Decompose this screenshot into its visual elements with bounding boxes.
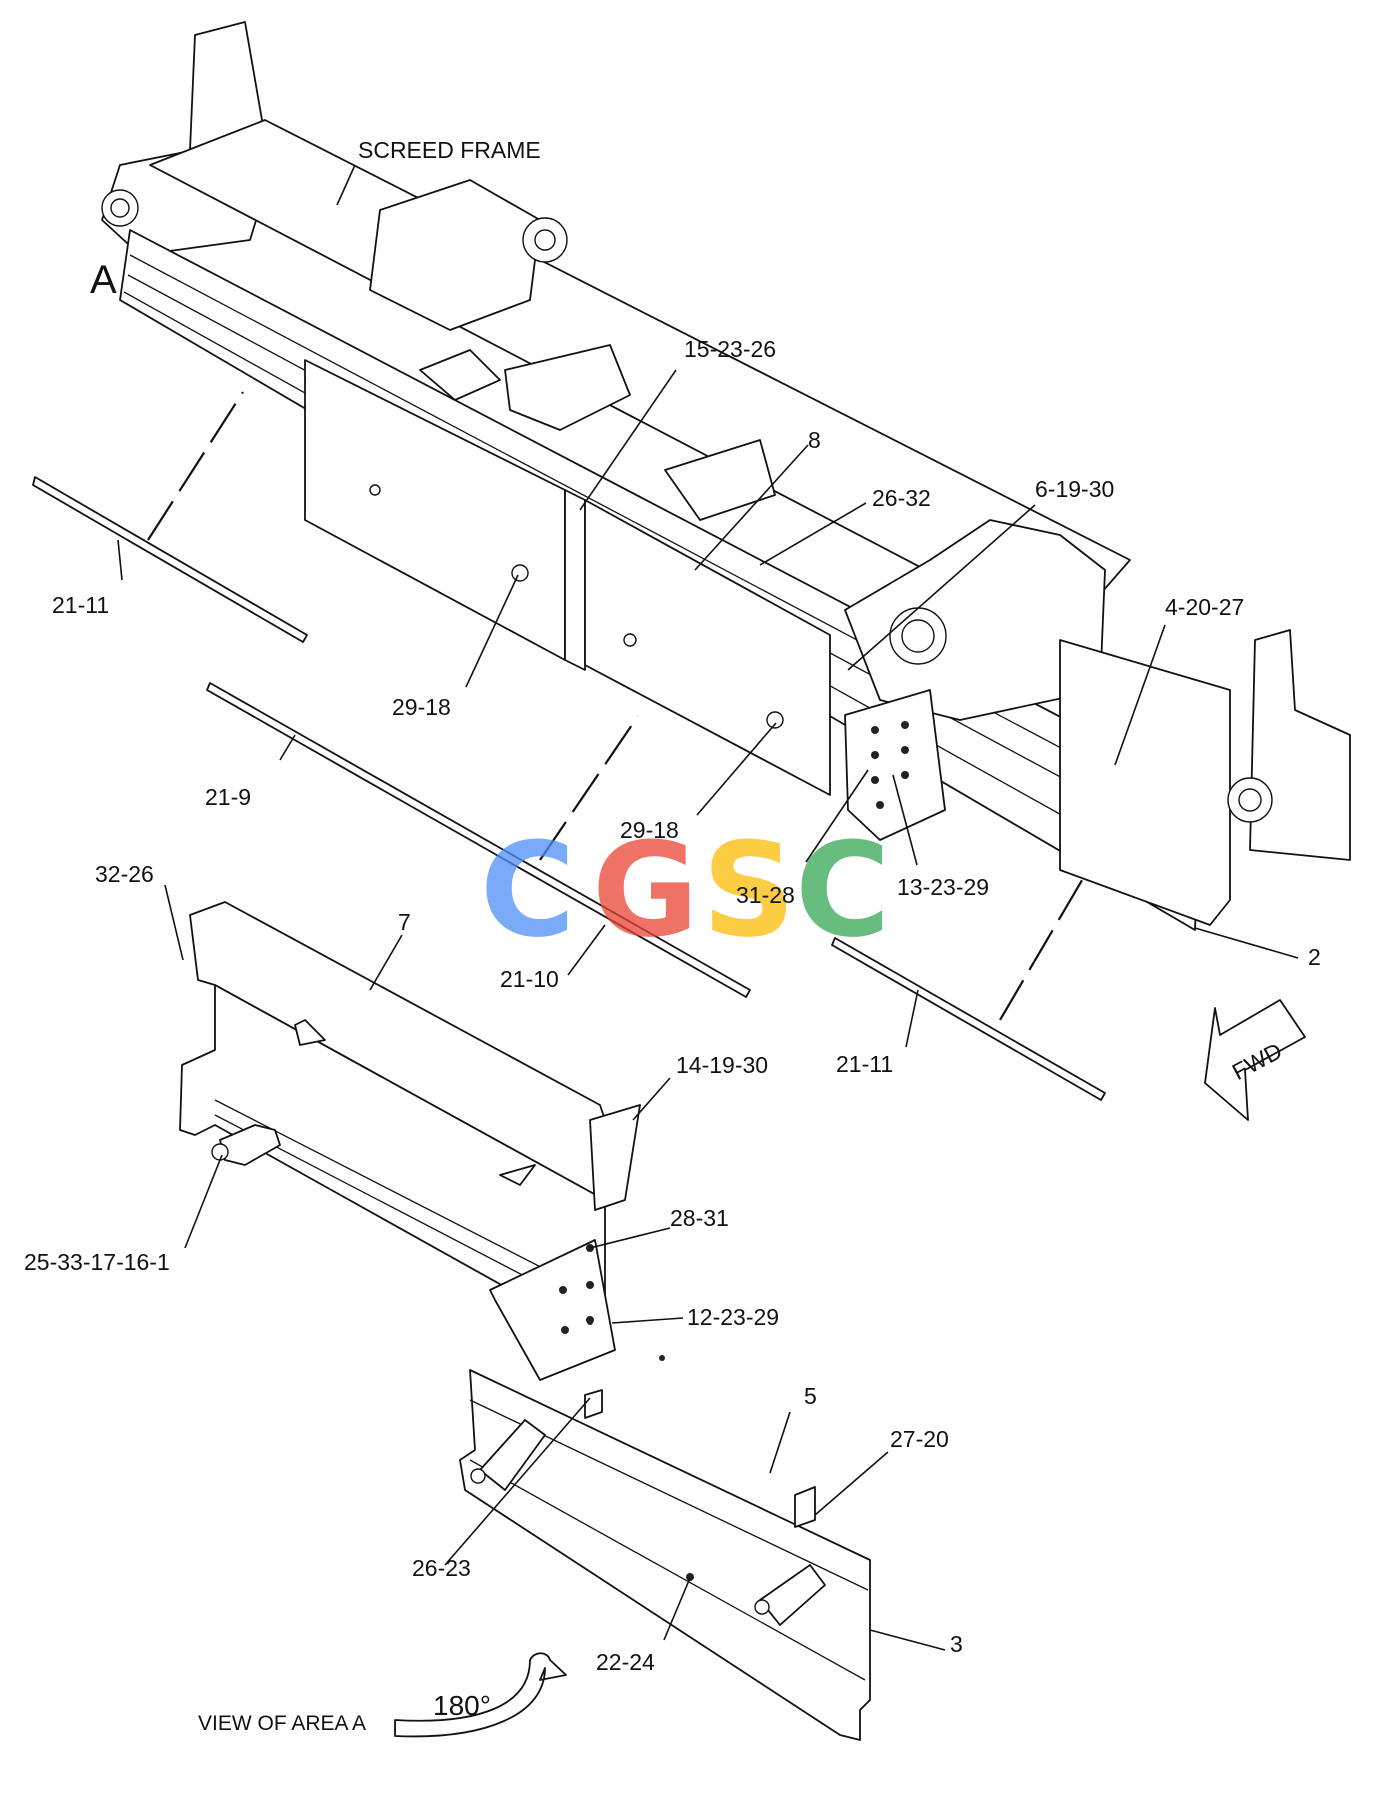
callout-28-31: 28-31 bbox=[670, 1205, 729, 1231]
watermark-letter-4: C bbox=[795, 814, 890, 966]
callout-32-26: 32-26 bbox=[95, 861, 154, 887]
watermark-letter-2: G bbox=[592, 814, 699, 966]
callout-4-20-27: 4-20-27 bbox=[1165, 594, 1244, 620]
callout-8: 8 bbox=[808, 427, 821, 453]
alignment-dashes bbox=[147, 391, 1089, 1021]
callout-21-9: 21-9 bbox=[205, 784, 251, 810]
callout-31-28: 31-28 bbox=[736, 882, 795, 908]
view-letter: A bbox=[90, 258, 117, 302]
callout-7: 7 bbox=[398, 909, 411, 935]
screed-frame bbox=[101, 21, 1351, 931]
rotate-arrow-icon bbox=[394, 1652, 567, 1738]
callout-15-23-26: 15-23-26 bbox=[684, 336, 776, 362]
callout-27-20: 27-20 bbox=[890, 1426, 949, 1452]
seal-strips bbox=[32, 476, 1106, 1101]
callout-26-32: 26-32 bbox=[872, 485, 931, 511]
callout-5: 5 bbox=[804, 1383, 817, 1409]
frame-label: SCREED FRAME bbox=[358, 137, 541, 163]
rotation-label: 180° bbox=[433, 1690, 491, 1721]
lower-assembly bbox=[179, 901, 871, 1741]
callout-3: 3 bbox=[950, 1631, 963, 1657]
callout-29-18-left: 29-18 bbox=[392, 694, 451, 720]
callout-21-11-upper: 21-11 bbox=[52, 592, 109, 618]
watermark-letter-1: C bbox=[480, 814, 575, 966]
callout-14-19-30: 14-19-30 bbox=[676, 1052, 768, 1078]
forward-arrow-icon bbox=[1204, 999, 1306, 1121]
callout-12-23-29: 12-23-29 bbox=[687, 1304, 779, 1330]
callout-labels: A SCREED FRAME 15-23-26 8 26-32 6-19-30 … bbox=[24, 137, 1321, 1735]
callout-25-33-17-16-1: 25-33-17-16-1 bbox=[24, 1249, 170, 1275]
callout-26-23: 26-23 bbox=[412, 1555, 471, 1581]
callout-2: 2 bbox=[1308, 944, 1321, 970]
callout-22-24: 22-24 bbox=[596, 1649, 655, 1675]
callout-13-23-29: 13-23-29 bbox=[897, 874, 989, 900]
leader-lines bbox=[117, 164, 1299, 1651]
callout-29-18-right: 29-18 bbox=[620, 817, 679, 843]
watermark: C G S C bbox=[480, 814, 890, 966]
callout-21-11-lower: 21-11 bbox=[836, 1051, 893, 1077]
callout-21-10: 21-10 bbox=[500, 966, 559, 992]
watermark-letter-3: S bbox=[702, 814, 796, 966]
view-caption: VIEW OF AREA A bbox=[198, 1712, 366, 1735]
callout-6-19-30: 6-19-30 bbox=[1035, 476, 1114, 502]
